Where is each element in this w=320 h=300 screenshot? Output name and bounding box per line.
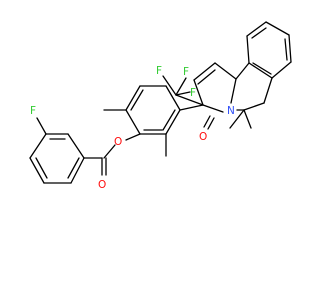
bond — [203, 115, 211, 128]
bond — [125, 109, 141, 135]
bond — [235, 62, 250, 80]
bond — [197, 69, 216, 85]
bond — [179, 104, 204, 111]
bond — [251, 27, 267, 39]
molecule-canvas: F O O F F F N O — [29, 21, 292, 191]
fluorine-atom-label: F — [30, 105, 36, 117]
oxygen-atom-label: O — [199, 131, 207, 143]
bond — [246, 21, 267, 37]
bond — [175, 94, 204, 106]
bonds — [29, 21, 292, 184]
fluorine-atom-label: F — [183, 66, 189, 78]
bond — [165, 85, 181, 111]
bond — [193, 62, 216, 81]
atom-labels: F O O F F F N O — [30, 65, 235, 191]
oxygen-atom-label: O — [114, 136, 122, 148]
bond — [248, 62, 273, 79]
bond — [288, 34, 292, 63]
bond — [35, 157, 48, 179]
bond — [67, 133, 85, 159]
bond — [70, 157, 85, 184]
bond — [193, 79, 204, 106]
bond — [130, 89, 144, 111]
bond — [175, 91, 191, 96]
bond — [252, 62, 272, 75]
bond — [36, 117, 47, 135]
bond — [162, 75, 177, 96]
bond — [243, 109, 252, 129]
fluorine-atom-label: F — [156, 65, 162, 77]
bond — [207, 117, 215, 130]
bond — [230, 78, 237, 104]
nitrogen-atom-label: N — [227, 105, 235, 117]
bond — [265, 21, 290, 36]
bond — [67, 157, 80, 179]
bond — [125, 133, 141, 141]
bond — [103, 144, 116, 159]
bond — [29, 133, 47, 159]
structure-drawing: F O O F F F N O — [29, 21, 292, 191]
bond — [162, 109, 176, 131]
bond — [229, 109, 245, 129]
fluorine-atom-label: F — [190, 87, 196, 99]
bond — [202, 104, 224, 113]
bond — [246, 35, 250, 64]
bond — [284, 38, 288, 61]
bond — [243, 102, 265, 111]
bond — [29, 157, 45, 184]
oxygen-atom-label: O — [98, 179, 106, 191]
bond — [125, 85, 141, 111]
bond — [175, 77, 187, 96]
bond — [263, 77, 273, 104]
bond — [165, 109, 181, 135]
bond — [214, 62, 237, 80]
bond — [271, 61, 292, 79]
